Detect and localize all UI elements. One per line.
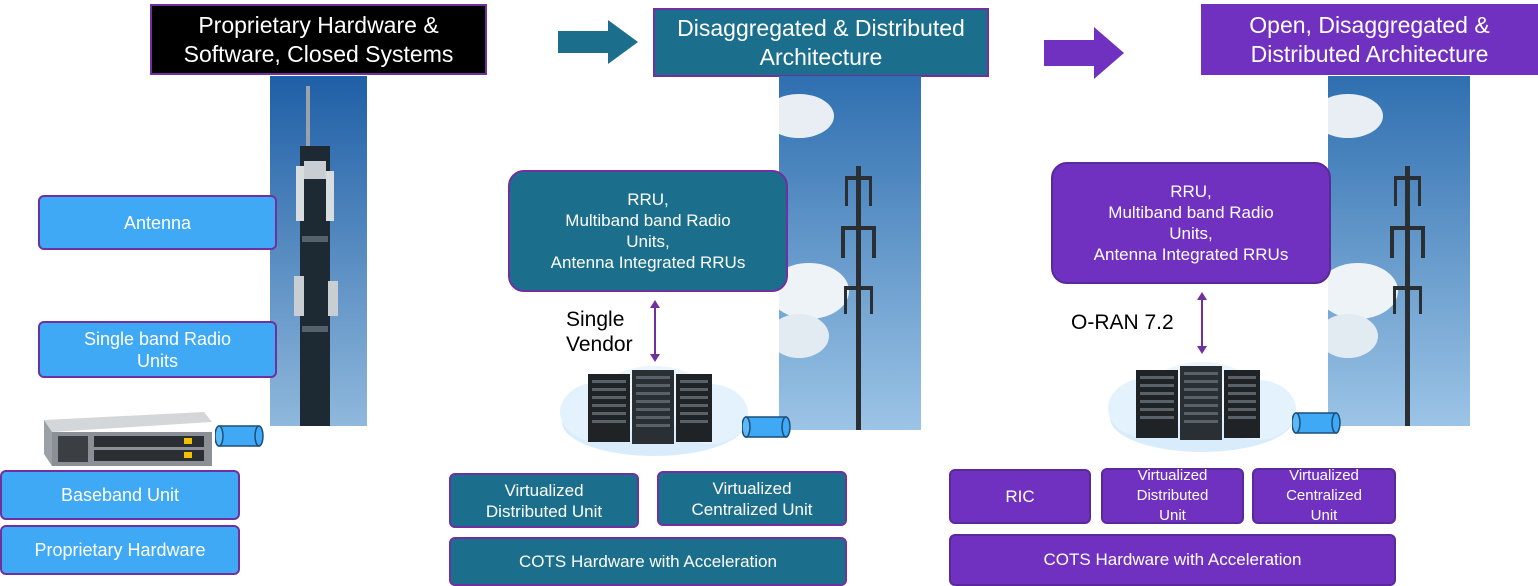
single-vendor-label: Single Vendor [566, 308, 633, 356]
cots-hardware-label: COTS Hardware with Acceleration [519, 552, 777, 571]
baseband-unit-label: Baseband Unit [60, 485, 180, 505]
antenna-label: Antenna [123, 212, 192, 233]
connector-cylinder-icon [215, 425, 264, 447]
virtualized-cu-label: Virtualized Centralized Unit [1286, 467, 1362, 524]
rru-box: RRU, Multiband band Radio Units, Antenna… [508, 170, 788, 292]
double-arrow-icon [1197, 292, 1207, 354]
proprietary-hardware-label: Proprietary Hardware [34, 540, 206, 560]
server-cloud-image [1108, 362, 1296, 452]
virtualized-du-label: Virtualized Distributed Unit [485, 480, 603, 521]
virtualized-cu-box: Virtualized Centralized Unit [1252, 467, 1396, 524]
cell-tower-image [1328, 76, 1470, 426]
virtualized-du-label: Virtualized Distributed Unit [1136, 467, 1209, 524]
baseband-unit-box: Baseband Unit [0, 470, 240, 520]
virtualized-du-box: Virtualized Distributed Unit [1101, 467, 1244, 524]
rru-label: RRU, Multiband band Radio Units, Antenna… [1093, 182, 1289, 264]
baseband-unit-image [44, 412, 212, 466]
single-band-radio-box: Single band Radio Units [38, 321, 277, 378]
ric-box: RIC [949, 469, 1091, 524]
rru-label: RRU, Multiband band Radio Units, Antenna… [550, 190, 746, 272]
virtualized-du-box: Virtualized Distributed Unit [449, 473, 639, 528]
rru-box: RRU, Multiband band Radio Units, Antenna… [1051, 162, 1331, 284]
arrow-right-icon [1044, 27, 1124, 79]
header-disaggregated: Disaggregated & Distributed Architecture [653, 8, 989, 77]
connector-cylinder-icon [1292, 412, 1341, 434]
connector-cylinder-icon [742, 416, 791, 438]
oran-72-label: O-RAN 7.2 [1071, 311, 1174, 334]
header-open-text: Open, Disaggregated & Distributed Archit… [1249, 11, 1490, 67]
proprietary-hardware-box: Proprietary Hardware [0, 525, 240, 575]
cots-hardware-label: COTS Hardware with Acceleration [1043, 550, 1302, 569]
header-proprietary: Proprietary Hardware & Software, Closed … [150, 4, 487, 75]
double-arrow-icon [650, 300, 660, 362]
cell-tower-image [270, 76, 367, 426]
header-proprietary-text: Proprietary Hardware & Software, Closed … [183, 11, 454, 67]
antenna-box: Antenna [38, 195, 277, 250]
arrow-right-icon [558, 20, 638, 64]
cots-hardware-box: COTS Hardware with Acceleration [449, 537, 847, 586]
virtualized-cu-box: Virtualized Centralized Unit [657, 471, 847, 526]
server-cloud-image [560, 366, 748, 456]
virtualized-cu-label: Virtualized Centralized Unit [691, 478, 813, 519]
header-open: Open, Disaggregated & Distributed Archit… [1201, 4, 1538, 75]
header-disaggregated-text: Disaggregated & Distributed Architecture [677, 14, 965, 70]
cell-tower-image [779, 76, 921, 430]
cots-hardware-box: COTS Hardware with Acceleration [949, 534, 1396, 586]
single-band-radio-label: Single band Radio Units [83, 328, 232, 371]
ric-label: RIC [1005, 486, 1035, 506]
